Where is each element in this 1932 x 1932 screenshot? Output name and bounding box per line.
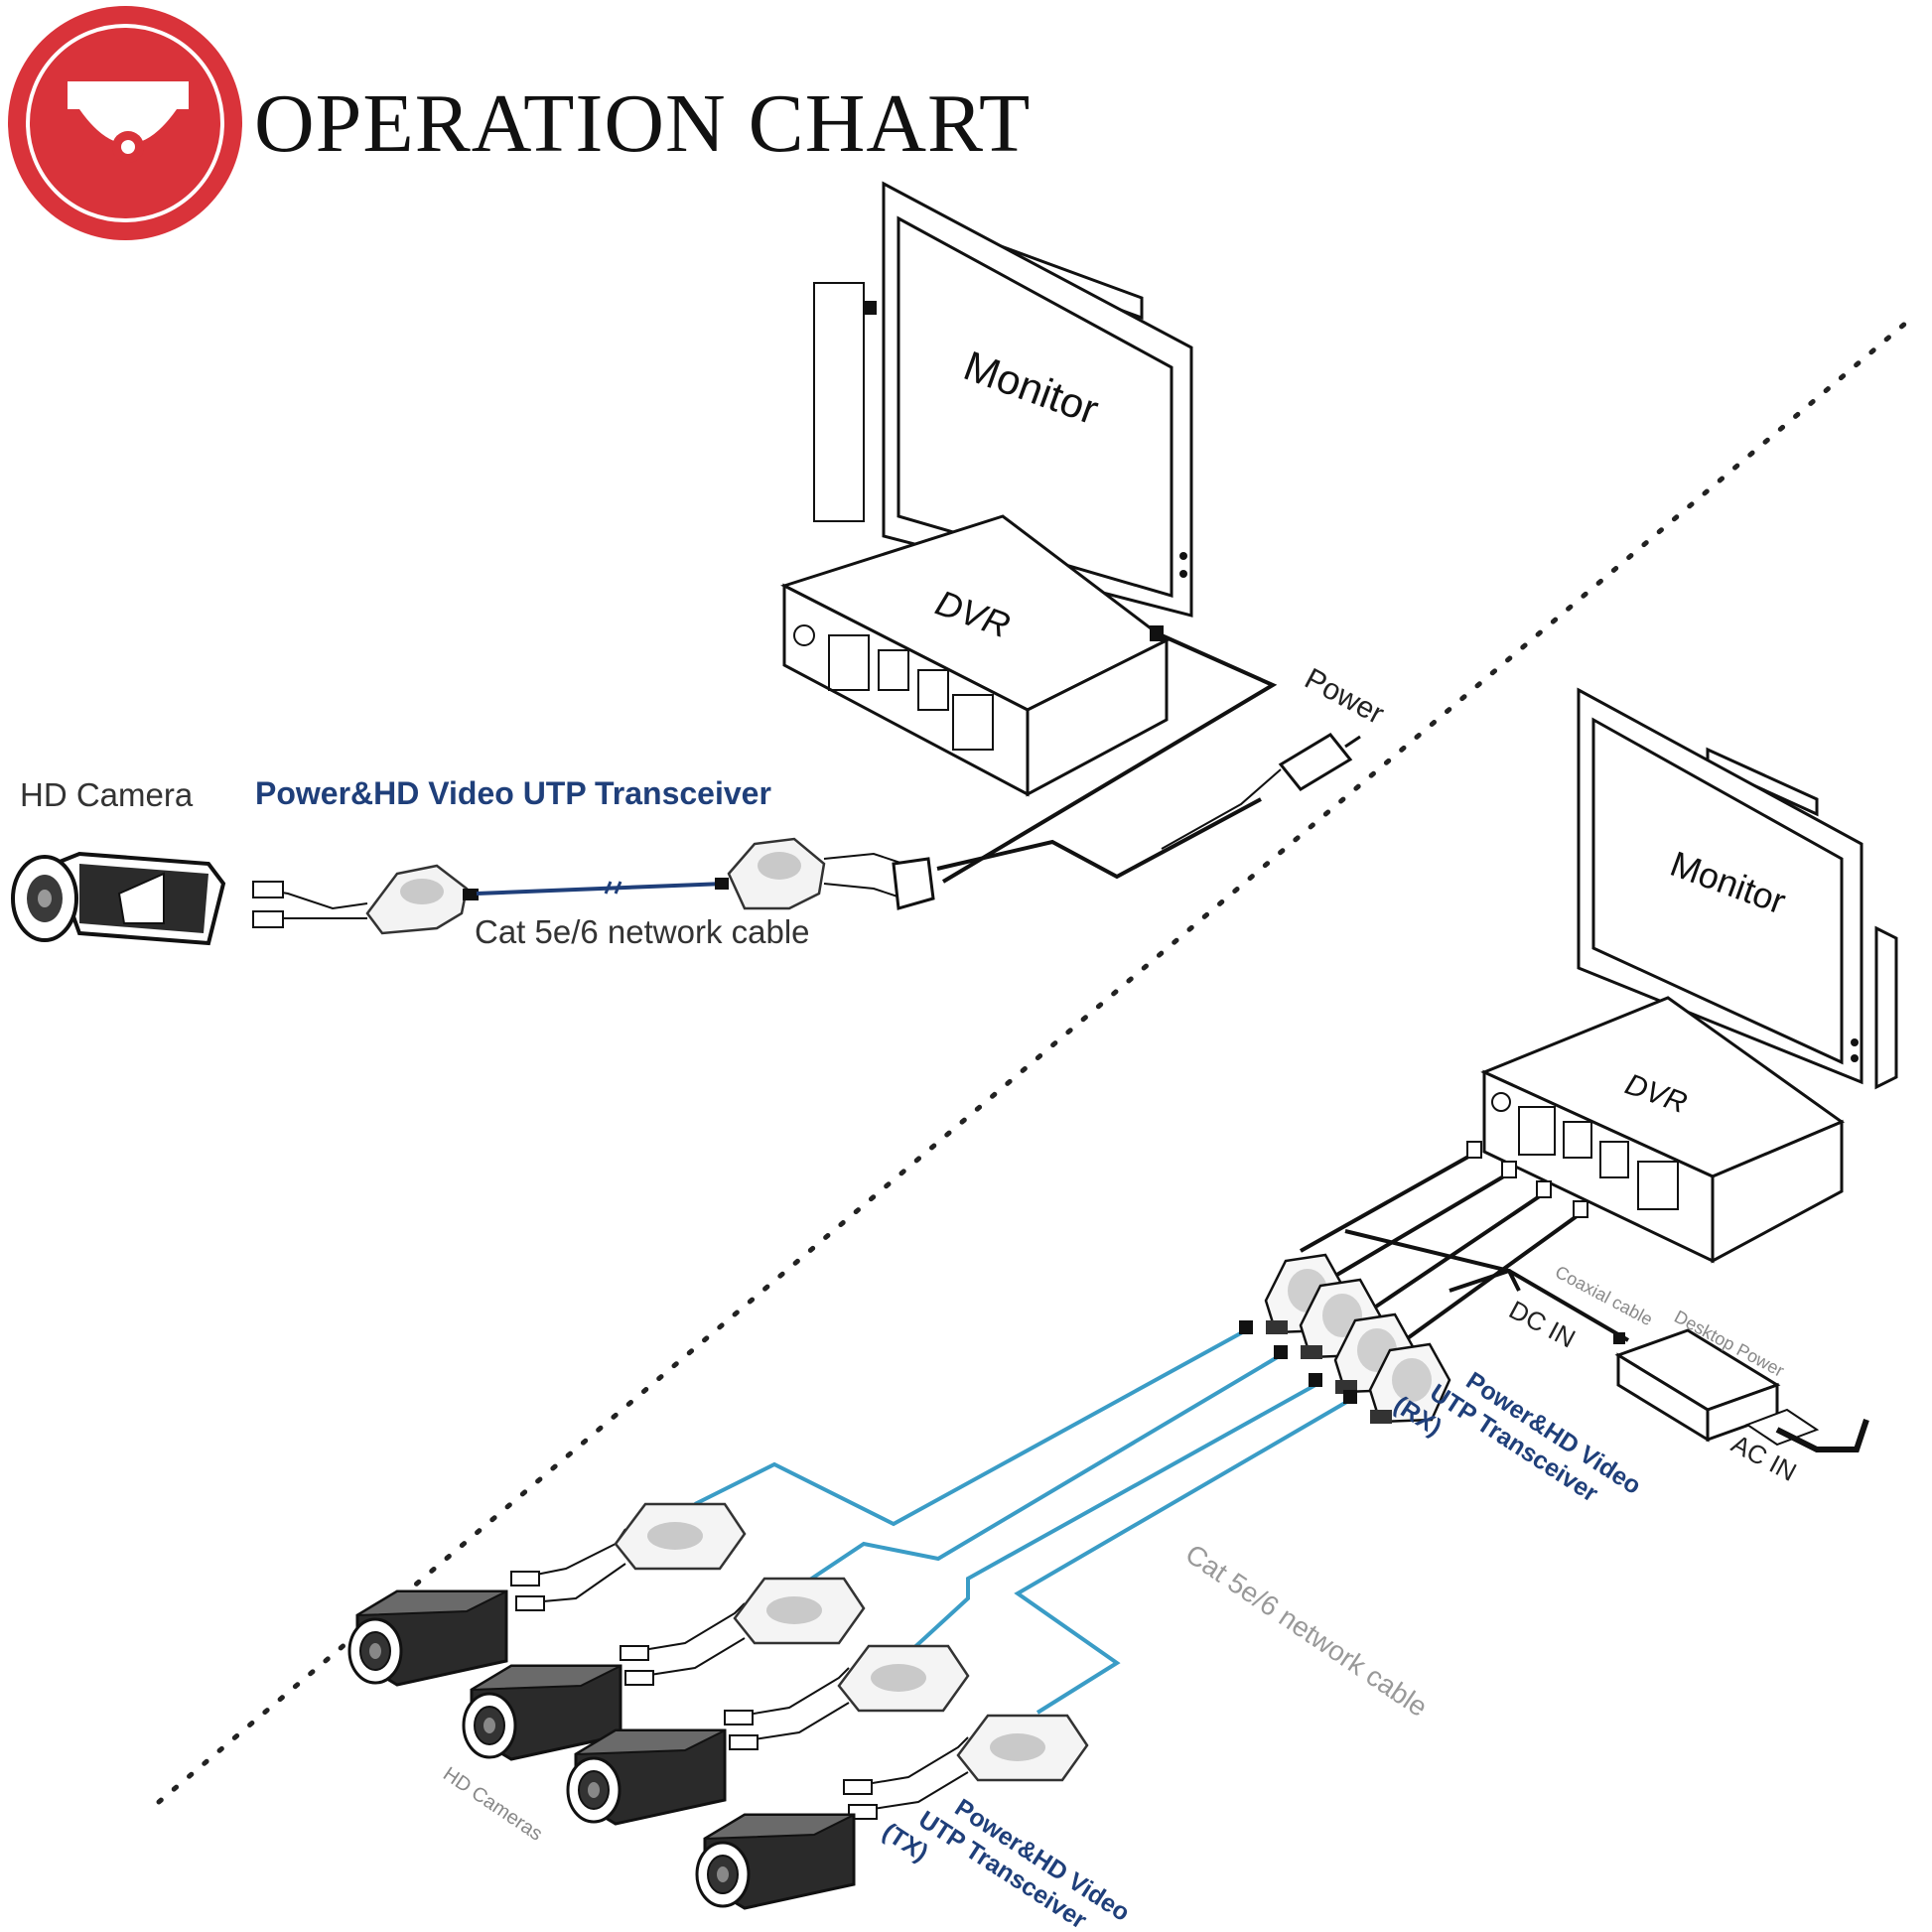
top-utp-cable	[476, 882, 726, 896]
top-power-lead	[1161, 768, 1282, 850]
top-cable-label: Cat 5e/6 network cable	[475, 913, 810, 950]
top-transceiver-tx	[252, 864, 479, 935]
bottom-coax-cables	[1300, 1141, 1630, 1342]
top-power-cable	[936, 797, 1262, 880]
bottom-tx-transceivers	[510, 1502, 1089, 1820]
hd-camera	[347, 1589, 508, 1687]
dome-camera-icon	[68, 81, 189, 163]
bottom-cameras-label: HD Cameras	[439, 1763, 546, 1846]
tx-transceiver	[843, 1714, 1089, 1820]
divider-dotted-line	[156, 320, 1909, 1805]
bottom-dvr: DVR	[1480, 996, 1846, 1264]
top-hd-camera	[11, 851, 226, 946]
top-transceiver-label: Power&HD Video UTP Transceiver	[255, 775, 771, 811]
tx-transceiver	[724, 1644, 970, 1750]
page-title: OPERATION CHART	[254, 77, 1031, 170]
bottom-desktop-power	[1613, 1328, 1869, 1452]
tx-transceiver	[620, 1577, 866, 1686]
tx-transceiver	[510, 1502, 747, 1611]
top-camera-label: HD Camera	[20, 776, 194, 813]
bottom-coax-label: Coaxial cable	[1552, 1262, 1656, 1329]
top-video-cable	[941, 633, 1278, 884]
bottom-system: Monitor DVR	[347, 687, 1898, 1932]
bottom-monitor: Monitor	[1577, 687, 1898, 1090]
bottom-tx-label: Power&HD Video UTP Transceiver (TX)	[878, 1794, 1135, 1932]
logo	[8, 6, 242, 240]
bottom-cable-label: Cat 5e/6 network cable	[1180, 1538, 1434, 1723]
top-power-adapter	[1278, 733, 1361, 791]
bottom-dvr-buttons	[1491, 1092, 1679, 1210]
bottom-utp-cables	[694, 1320, 1357, 1715]
top-system: Monitor DVR Power HD Cam	[11, 181, 1390, 950]
top-transceiver-rx	[715, 837, 935, 910]
top-power-label: Power	[1300, 662, 1390, 731]
hd-camera	[695, 1813, 856, 1910]
top-dvr: DVR	[780, 514, 1170, 797]
top-dvr-buttons	[793, 624, 994, 751]
hd-camera	[566, 1728, 727, 1826]
bottom-dc-in-label: DC IN	[1504, 1295, 1581, 1354]
top-monitor: Monitor	[813, 181, 1193, 618]
